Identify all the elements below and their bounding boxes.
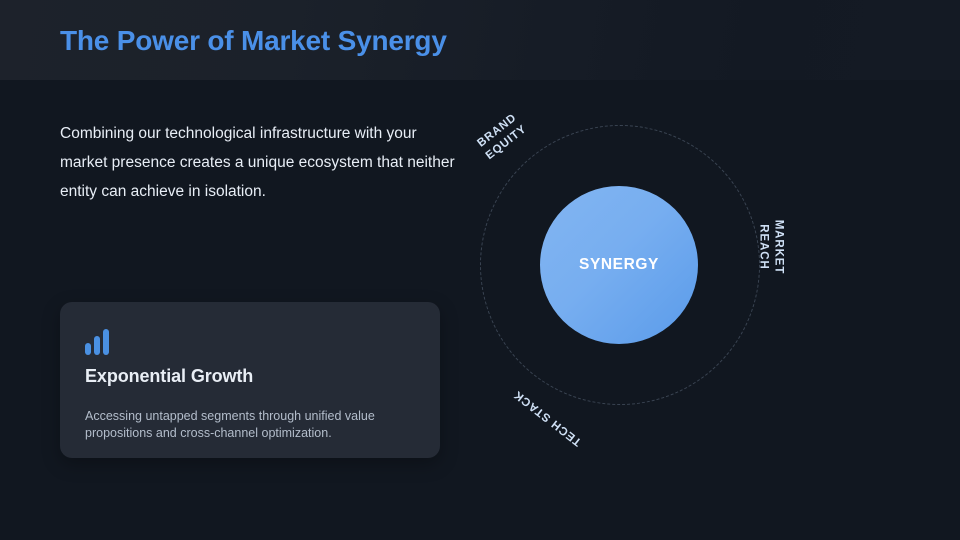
intro-paragraph: Combining our technological infrastructu…: [60, 125, 455, 200]
synergy-core-circle: SYNERGY: [540, 186, 698, 344]
feature-card: Exponential Growth Accessing untapped se…: [60, 302, 440, 458]
synergy-core-label: SYNERGY: [579, 256, 659, 273]
orbit-label-brand-equity: BRAND EQUITY: [474, 110, 530, 163]
orbit-label-market-reach: MARKET REACH: [755, 220, 785, 275]
bar-chart-bar-1: [85, 343, 91, 355]
bar-chart-icon: [85, 323, 115, 355]
slide-header: The Power of Market Synergy: [0, 0, 960, 80]
orbit-label-market-reach-line1: MARKET: [772, 219, 785, 275]
page-title: The Power of Market Synergy: [60, 25, 447, 56]
orbit-ring: [480, 125, 760, 405]
bar-chart-bar-3: [103, 329, 109, 355]
orbit-label-market-reach-line2: REACH: [757, 224, 770, 270]
synergy-diagram: SYNERGY BRAND EQUITY MARKET REACH TECH S…: [470, 110, 800, 448]
feature-card-title: Exponential Growth: [85, 366, 254, 386]
bar-chart-bar-2: [94, 336, 100, 355]
feature-card-body: Accessing untapped segments through unif…: [85, 409, 375, 440]
